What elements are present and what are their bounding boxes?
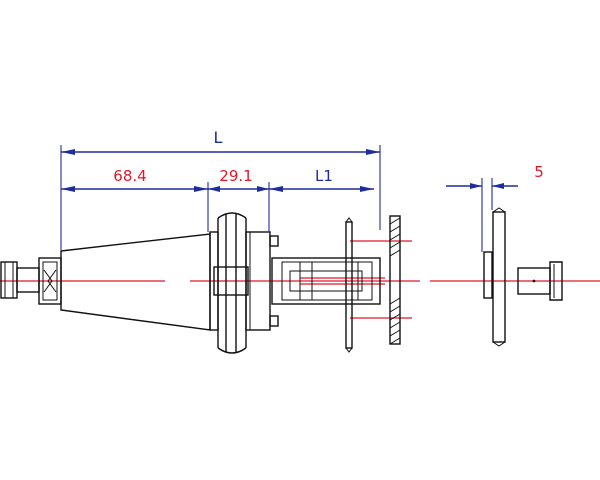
dimension-label-L: L [214,128,223,147]
hatched-spacer [389,215,401,345]
collar-part [483,207,506,347]
dimension-label-cone: 68.4 [113,167,146,185]
dimension-5: 5 [446,163,544,189]
support-disc [345,217,353,353]
dimension-label-flange: 29.1 [219,167,252,185]
dimension-label-extension: L1 [315,167,333,185]
flange [209,212,279,354]
dimension-L: L [61,128,380,155]
extension-lines [60,145,493,252]
dimension-29-1: 29.1 [208,167,269,192]
dimension-label-collar: 5 [534,163,544,181]
dimension-L1: L1 [269,167,374,192]
center-axis [0,240,600,319]
clamping-screw [517,261,563,301]
retention-knob [0,257,62,305]
dimension-68-4: 68.4 [61,167,208,192]
taper-cone [60,233,211,331]
extension-shank [271,257,381,305]
